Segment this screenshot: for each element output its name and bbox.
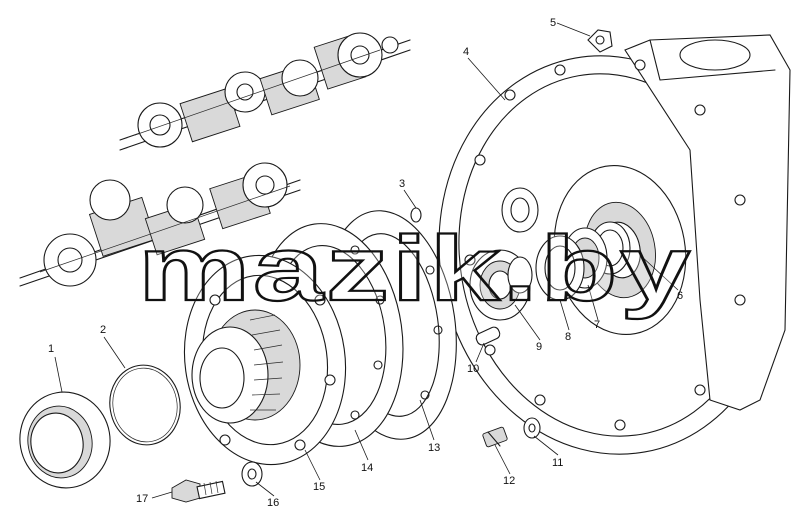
- callout-8: 8: [565, 331, 571, 343]
- callout-17: 17: [136, 493, 148, 505]
- axle-assembly-upper: [119, 32, 411, 151]
- callout-14: 14: [361, 462, 373, 474]
- callout-9: 9: [536, 341, 542, 353]
- part-11-washer: [523, 417, 541, 439]
- axle-assembly-lower: [19, 162, 301, 287]
- callout-6: 6: [677, 290, 683, 302]
- part-9-roller-bearing: [469, 249, 533, 321]
- part-2-o-ring: [109, 364, 181, 446]
- part-16-washer: [241, 461, 263, 487]
- callout-11: 11: [552, 457, 563, 469]
- callout-12: 12: [503, 475, 515, 487]
- callout-labels: 1 2 3 4 5 6 7 8 9 10 11 12 13 14 15 16 1…: [48, 17, 683, 509]
- part-5-plug: [587, 29, 613, 53]
- callout-16: 16: [267, 497, 279, 509]
- callout-7: 7: [594, 319, 600, 331]
- callout-1: 1: [48, 343, 54, 355]
- callout-3: 3: [399, 178, 405, 190]
- callout-5: 5: [550, 17, 556, 29]
- part-10-pin: [475, 326, 501, 346]
- watermark-text: mazik.by: [138, 218, 693, 320]
- part-17-bolt: [171, 479, 226, 503]
- part-1-seal-cup: [19, 391, 111, 489]
- leader-lines: [54, 22, 679, 499]
- callout-15: 15: [313, 481, 325, 493]
- callout-4: 4: [463, 46, 469, 58]
- callout-13: 13: [428, 442, 440, 454]
- callout-10: 10: [467, 363, 479, 375]
- callout-2: 2: [100, 324, 106, 336]
- part-12-bolt: [482, 426, 508, 448]
- part-15-splined-hub: [183, 254, 347, 466]
